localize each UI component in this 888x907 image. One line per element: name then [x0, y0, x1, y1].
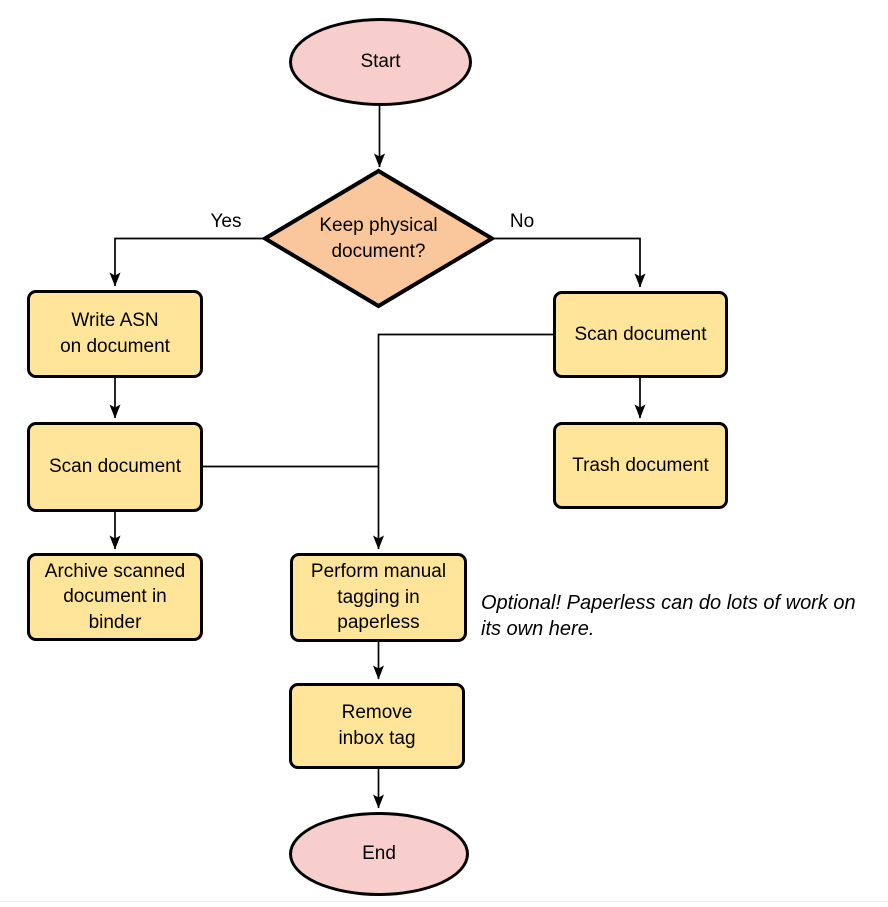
node-start: Start: [289, 18, 472, 106]
connector-decision-yes: [109, 237, 265, 287]
node-write-asn-line2: on document: [60, 336, 170, 357]
connector-decision-no: [492, 237, 646, 288]
annotation-line1: Optional! Paperless can do lots of work …: [481, 592, 856, 614]
edge-label-yes: Yes: [210, 211, 242, 232]
node-end: End: [289, 812, 469, 896]
node-tagging-line3: paperless: [337, 612, 420, 634]
node-end-label: End: [362, 843, 396, 865]
node-tagging-line2: tagging in: [337, 586, 420, 608]
node-scan-right-label: Scan document: [574, 323, 707, 345]
node-remove-inbox-line1: Remove: [341, 702, 413, 724]
node-write-asn-line1: Write ASN: [71, 310, 159, 332]
node-archive: Archive scanned document in binder: [27, 553, 203, 641]
node-remove-inbox-tag: Remove inbox tag: [289, 683, 465, 769]
node-decision-label-line1: Keep physical: [319, 214, 438, 236]
node-write-asn: Write ASN on document: [27, 290, 203, 378]
node-remove-inbox-line2: inbox tag: [338, 728, 416, 749]
page-bottom-divider: [0, 901, 888, 902]
node-decision-label-line2: document?: [331, 240, 426, 262]
node-scan-document-right: Scan document: [553, 291, 728, 378]
decision-diamond-shape: [261, 168, 496, 309]
node-archive-line2: document in: [63, 586, 167, 608]
connector-scanright-to-tagging: [373, 333, 553, 550]
node-scan-left-label: Scan document: [48, 456, 182, 478]
node-trash-label: Trash document: [572, 454, 709, 476]
annotation-note: Optional! Paperless can do lots of work …: [481, 590, 888, 643]
annotation-line2: its own here.: [481, 618, 595, 641]
node-archive-line3: binder: [88, 611, 142, 633]
node-tagging: Perform manual tagging in paperless: [290, 553, 467, 642]
edge-label-no: No: [509, 211, 535, 232]
node-tagging-line1: Perform manual: [310, 561, 447, 583]
node-scan-document-left: Scan document: [27, 422, 203, 512]
node-archive-line1: Archive scanned: [44, 560, 186, 582]
node-decision: Keep physical document?: [286, 211, 471, 266]
node-trash: Trash document: [553, 422, 728, 509]
node-start-label: Start: [360, 51, 401, 73]
